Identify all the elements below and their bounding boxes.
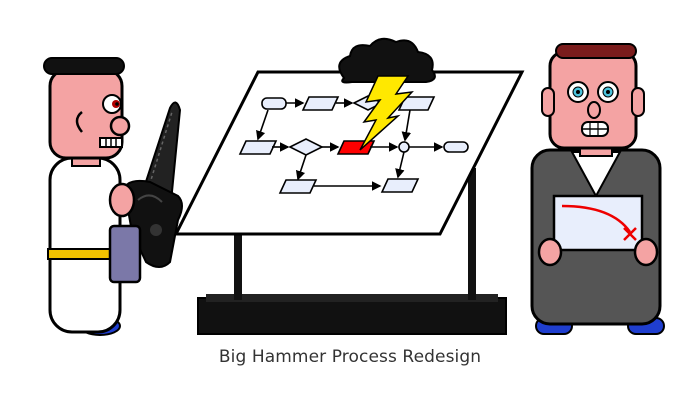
- hammer-icon: [108, 224, 142, 284]
- table-base: [197, 297, 507, 335]
- diagram-caption: Big Hammer Process Redesign: [218, 347, 482, 367]
- consultant-hair: [43, 57, 125, 75]
- declining-chart-icon: [552, 194, 644, 252]
- manager-hat: [555, 43, 637, 59]
- drafting-table: [173, 37, 525, 335]
- storm-cloud-icon: [338, 37, 436, 84]
- worried-manager-character: [530, 43, 665, 335]
- consultant-character: [43, 57, 183, 336]
- lightning-bolt-icon: [359, 75, 414, 151]
